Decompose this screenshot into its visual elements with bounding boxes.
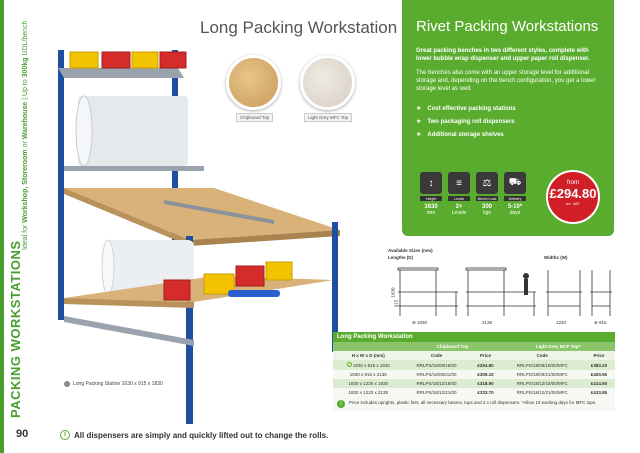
length-2135-label: 2135 (482, 320, 493, 325)
delivery-icon: ⛟ (504, 172, 526, 194)
info-icon: i (60, 430, 70, 440)
col-header-code: Code (501, 351, 584, 360)
star-icon: ★ (416, 132, 422, 139)
spec-bench-load: ⚖ Bench Load 300 kgs (476, 172, 498, 216)
table-note: i Price includes uprights, plastic feet,… (333, 397, 615, 411)
star-icon: ★ (416, 119, 422, 126)
feature-item: ★Cost effective packing stations (416, 105, 516, 113)
image-caption: Long Packing Station 1630 x 915 x 1830 (64, 381, 163, 387)
height-dim-label: 1830 (390, 287, 396, 298)
spec-icons: ↕ Height 1630 mm ≡ Levels 2+ Levels ⚖ Be… (420, 172, 526, 216)
spec-height: ↕ Height 1630 mm (420, 172, 442, 216)
caption-marker-icon (64, 381, 70, 387)
table-note-text: Price includes uprights, plastic feet, a… (349, 400, 597, 405)
col-header-dims: H x W x D (mm) (333, 351, 404, 360)
footer-note: i All dispensers are simply and quickly … (60, 430, 328, 440)
info-lead: Great packing benches in two different s… (416, 48, 590, 63)
width-1220-label: 1220 (556, 320, 567, 325)
weight-icon: ⚖ (476, 172, 498, 194)
chipboard-swatch-label: Chipboard Top (236, 113, 274, 122)
grey-mfc-swatch-label: Light Grey MFC Top (304, 113, 353, 122)
table-row: 1830 x 915 x 2135 RRLPS/18/09/21/00 £309… (333, 370, 615, 379)
table-row: 1830 x 1220 x 2135 RRLPS/18/12/21/00 £33… (333, 388, 615, 397)
length-1830-label: ⊕ 1830 (412, 320, 428, 325)
table-row: 1830 x 915 x 1830 RRLPS/18/09/18/00 £294… (333, 360, 615, 370)
footer-note-text: All dispensers are simply and quickly li… (74, 430, 329, 440)
table-title: Long Packing Workstation (333, 332, 615, 342)
chipboard-swatch (226, 55, 281, 110)
width-915-label: ⊕ 915 (594, 320, 607, 325)
lengths-heading: Lengths (D) (388, 255, 413, 260)
table-row: 1830 x 1220 x 1830 RRLPS/18/12/18/00 £31… (333, 379, 615, 388)
feature-item: ★Two packaging roll dispensers (416, 118, 515, 126)
info-body: The benches also come with an upper stor… (416, 70, 596, 93)
star-icon: ★ (416, 106, 422, 113)
bench-height-dim-label: 915 (393, 299, 399, 308)
page-title: Long Packing Workstation (200, 18, 398, 37)
page-number: 90 (16, 428, 29, 440)
levels-icon: ≡ (448, 172, 470, 194)
col-header-price: Price (469, 351, 502, 360)
dimension-drawings (397, 267, 612, 316)
packing-workstation-image (58, 50, 340, 424)
spec-levels: ≡ Levels 2+ Levels (448, 172, 470, 216)
section-label: PACKING WORKSTATIONS (8, 240, 23, 418)
price-table: Chipboard Top Light Grey MCF Top* H x W … (333, 342, 615, 397)
height-icon: ↕ (420, 172, 442, 194)
group-header-mfc: Light Grey MCF Top* (501, 342, 615, 351)
row-marker-icon (346, 362, 352, 367)
col-header-code: Code (403, 351, 470, 360)
col-header-price: Price (583, 351, 615, 360)
price-badge: from £294.80 ex. VAT (546, 170, 600, 224)
info-title: Rivet Packing Workstations (416, 18, 599, 35)
page-edge-bar (0, 0, 4, 453)
feature-item: ★Additional storage shelves (416, 131, 504, 139)
image-caption-text: Long Packing Station 1630 x 915 x 1830 (73, 381, 163, 387)
pricing-table: Long Packing Workstation Chipboard Top L… (333, 332, 615, 411)
group-header-chipboard: Chipboard Top (403, 342, 502, 351)
info-icon: i (337, 400, 345, 408)
sizes-heading: Available Sizes (mm) (388, 248, 433, 253)
ideal-for-text: Ideal for Workshop, Storeroom or Warehou… (22, 20, 29, 250)
feature-list: ★Cost effective packing stations ★Two pa… (416, 105, 602, 139)
spec-delivery: ⛟ Delivery 5-10* days (504, 172, 526, 216)
widths-heading: Widths (W) (544, 255, 568, 260)
grey-mfc-swatch (300, 55, 355, 110)
